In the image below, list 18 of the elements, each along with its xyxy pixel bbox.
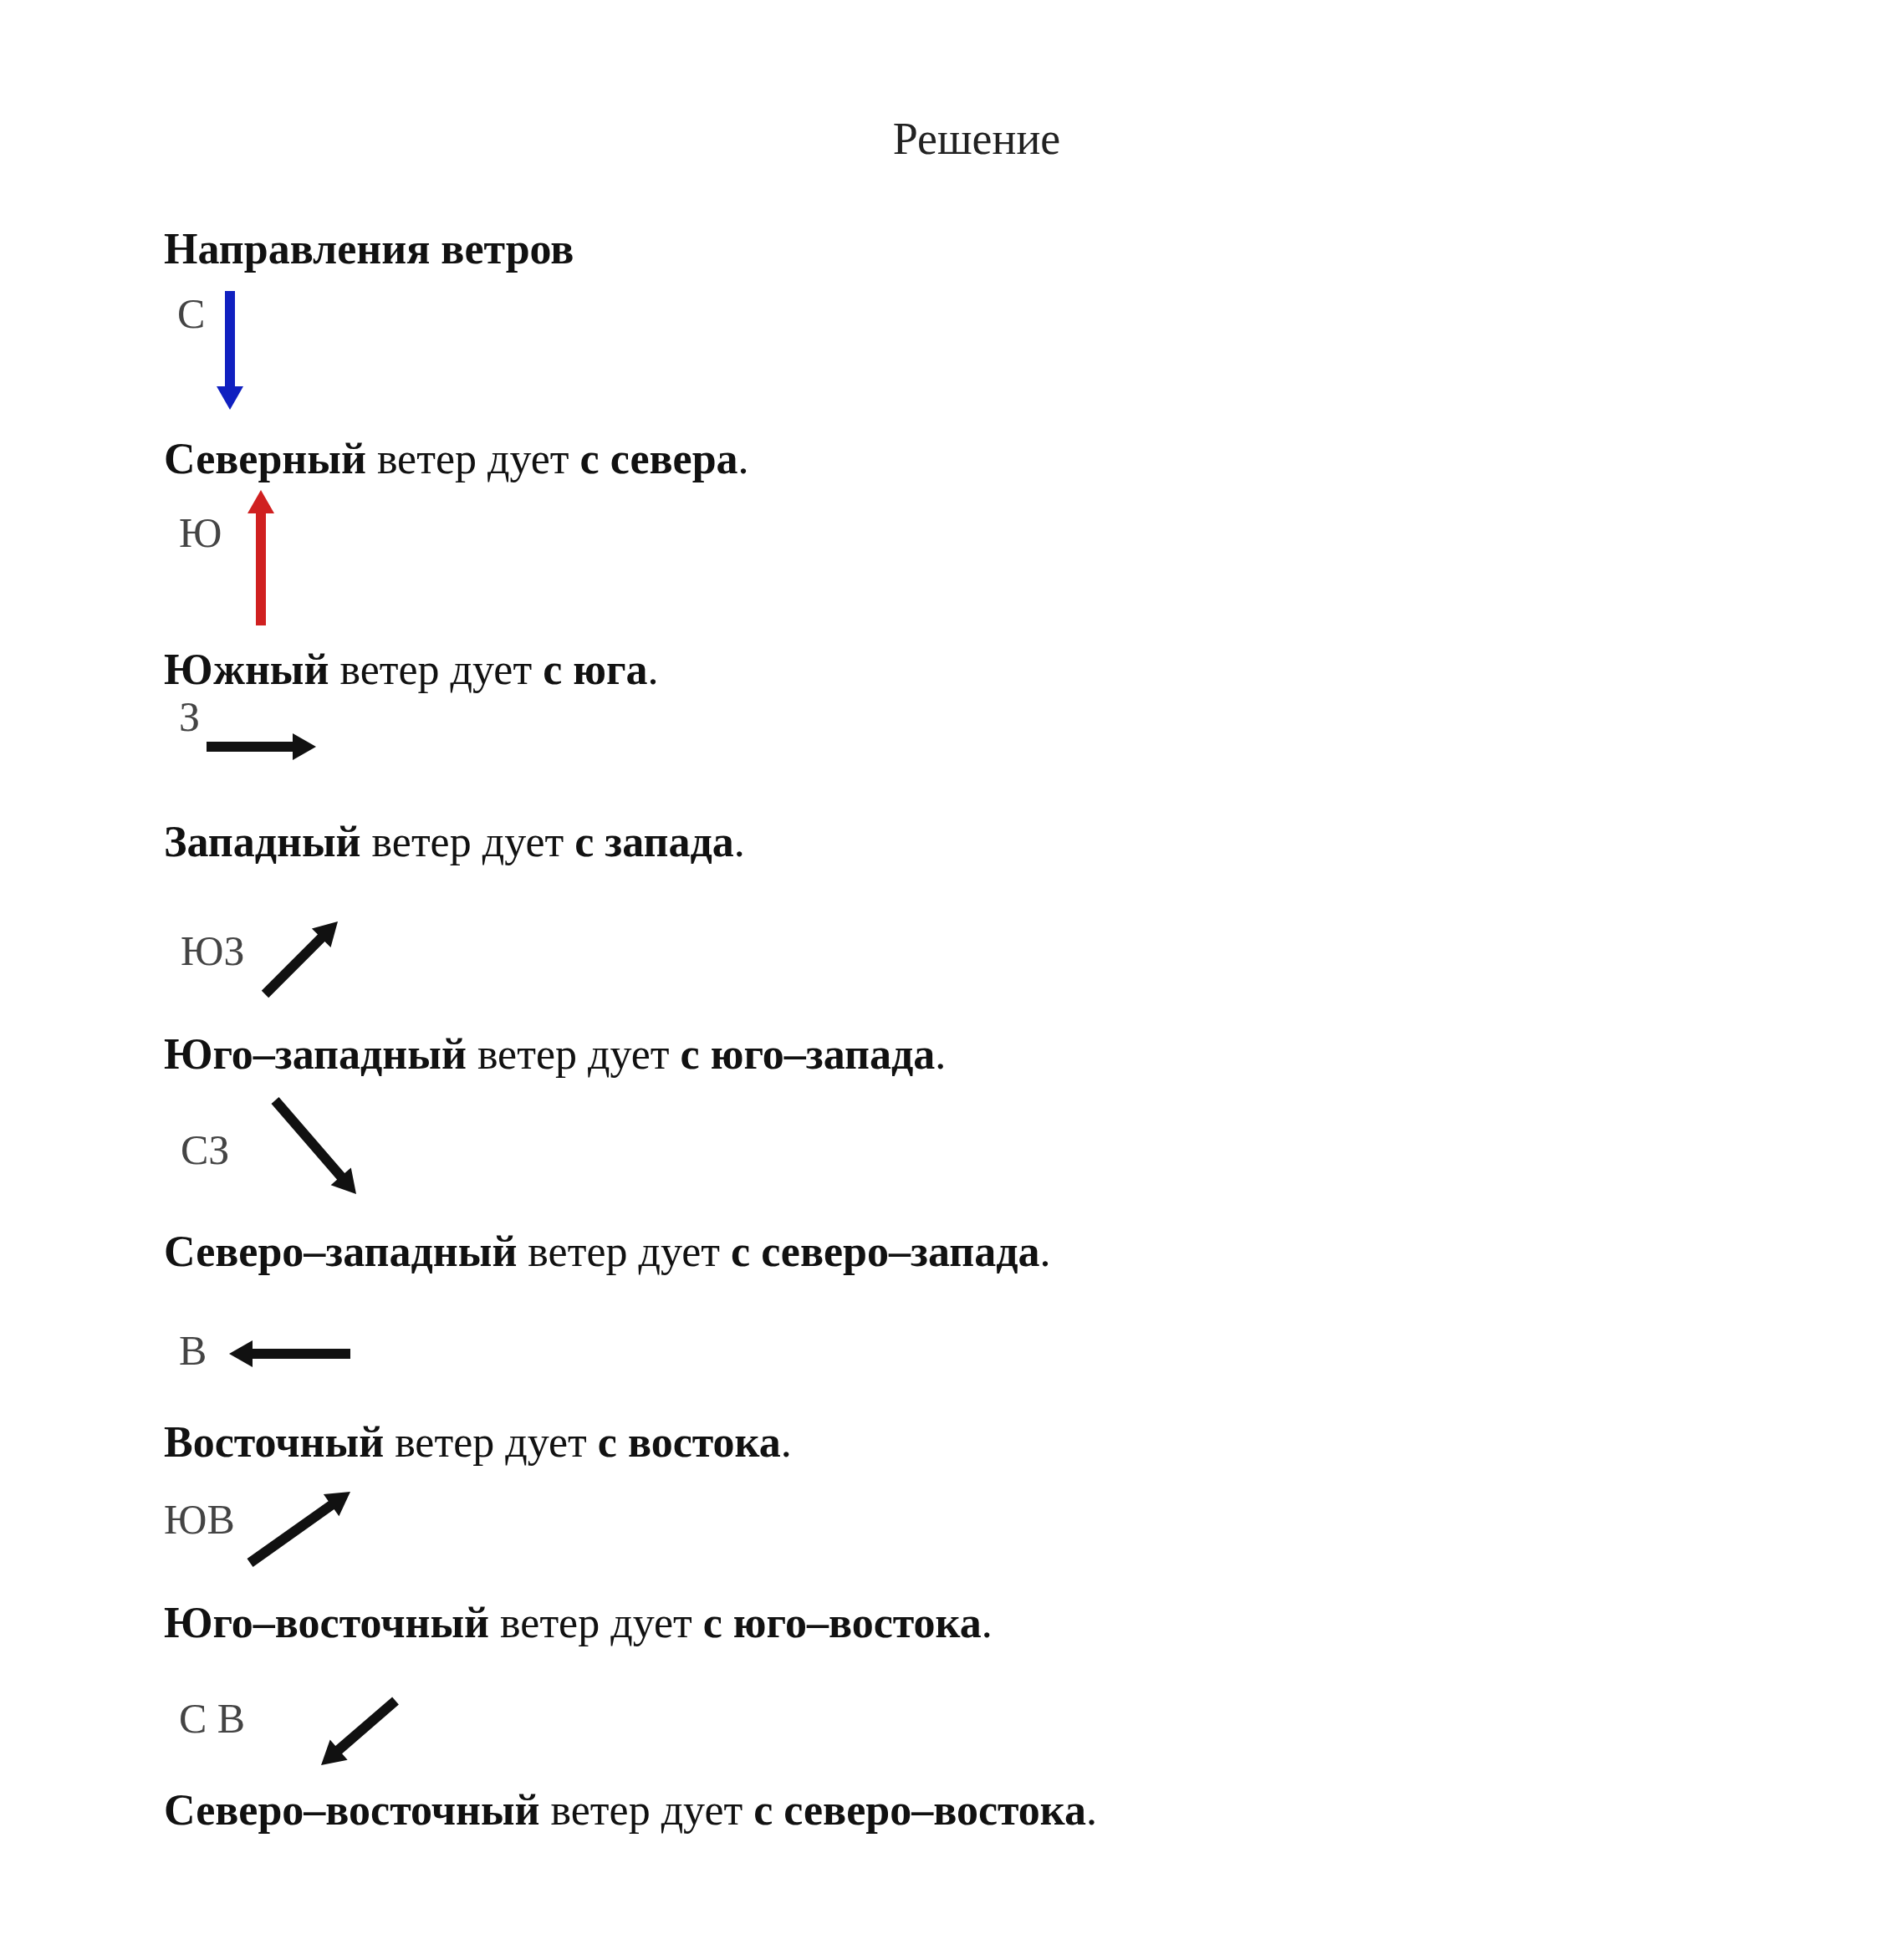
direction-letter: В bbox=[179, 1330, 207, 1371]
wind-sentence: Южный ветер дует с юга. bbox=[164, 646, 659, 694]
wind-sentence: Западный ветер дует с запада. bbox=[164, 818, 745, 866]
direction-letter: З bbox=[179, 696, 201, 738]
wind-sentence: Восточный ветер дует с востока. bbox=[164, 1418, 792, 1467]
section-heading: Направления ветров bbox=[164, 224, 574, 273]
wind-sentence: Юго–западный ветер дует с юго–запада. bbox=[164, 1030, 947, 1079]
direction-letter: ЮЗ bbox=[181, 930, 245, 972]
wind-sentence: Северный ветер дует с севера. bbox=[164, 435, 749, 483]
direction-letter: Ю bbox=[179, 512, 222, 554]
direction-letter: С В bbox=[179, 1697, 246, 1739]
direction-letter: С bbox=[177, 293, 206, 334]
direction-letter: ЮВ bbox=[164, 1498, 235, 1540]
wind-sentence: Юго–восточный ветер дует с юго–востока. bbox=[164, 1599, 993, 1647]
direction-letter: СЗ bbox=[181, 1129, 230, 1171]
wind-sentence: Северо–восточный ветер дует с северо–востока. bbox=[164, 1786, 1098, 1835]
wind-sentence: Северо–западный ветер дует с северо–запада. bbox=[164, 1228, 1051, 1276]
page-title: Решение bbox=[891, 113, 1062, 165]
